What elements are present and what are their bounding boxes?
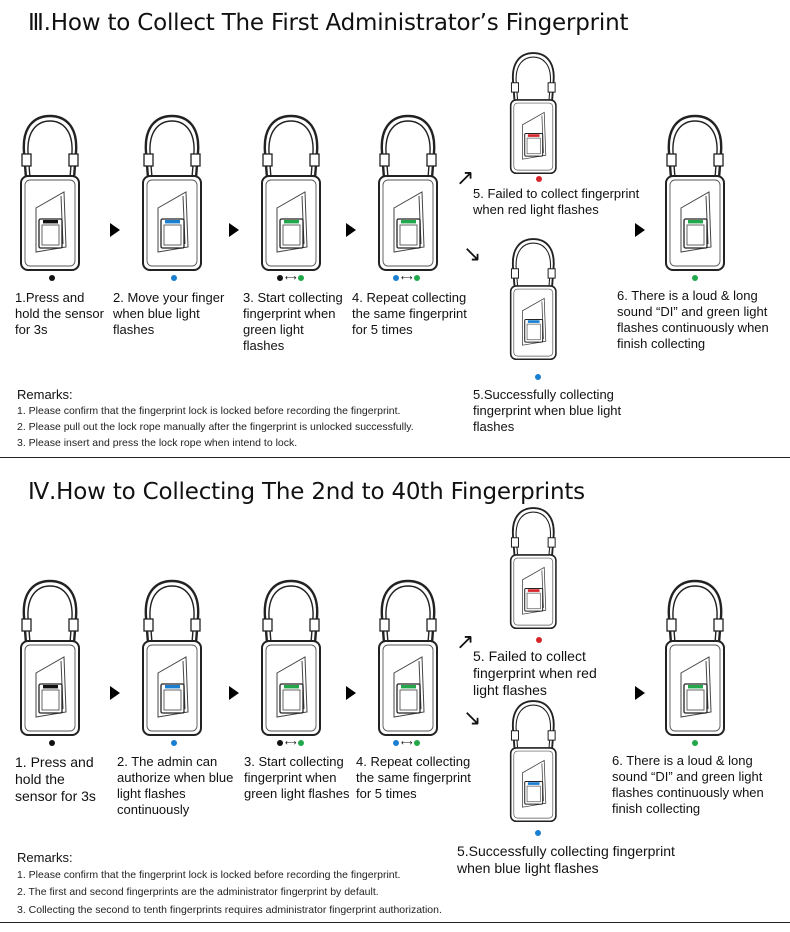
blue-light-dot — [171, 275, 177, 281]
black-light-dot — [49, 740, 55, 746]
arrow-down-right-icon: ↘ — [463, 242, 482, 267]
remark-item: 1. Please confirm that the fingerprint l… — [17, 869, 401, 881]
arrow-right-icon — [346, 223, 356, 237]
remark-item: 3. Please insert and press the lock rope… — [17, 437, 298, 449]
red-light-dot — [536, 176, 542, 182]
step-2-caption: 2. Move your finger when blue light flas… — [113, 290, 225, 337]
arrow-right-icon — [635, 223, 645, 237]
blue-light-dot — [535, 830, 541, 836]
arrow-up-right-icon: ↗ — [456, 166, 475, 191]
arrow-right-icon — [229, 223, 239, 237]
step-5-success-caption: 5.Successfully collecting fingerprint wh… — [457, 843, 675, 876]
step-3-caption: 3. Start collecting fingerprint when gre… — [244, 754, 350, 801]
arrow-up-right-icon: ↗ — [456, 630, 475, 655]
step-4-caption: 4. Repeat collecting the same fingerprin… — [356, 754, 471, 801]
step-6-caption: 6. There is a loud & long sound “DI” and… — [612, 753, 764, 816]
step-4-caption: 4. Repeat collecting the same fingerprin… — [352, 290, 467, 337]
red-light-dot — [536, 637, 542, 643]
arrow-right-icon — [110, 223, 120, 237]
section-2nd-to-40th-fingerprints: Ⅳ.How to Collecting The 2nd to 40th Fing… — [0, 458, 790, 923]
padlock-icon — [506, 505, 561, 634]
section-title: Ⅲ.How to Collect The First Administrator… — [28, 10, 629, 36]
remarks-heading: Remarks: — [17, 850, 73, 865]
padlock-icon — [15, 577, 85, 742]
padlock-icon — [506, 698, 561, 827]
step-1-caption: 1.Press and hold the sensor for 3s — [15, 290, 104, 337]
arrow-right-icon — [635, 686, 645, 700]
padlock-icon — [506, 50, 561, 179]
remark-item: 1. Please confirm that the fingerprint l… — [17, 405, 401, 417]
remark-item: 3. Collecting the second to tenth finger… — [17, 904, 442, 916]
arrow-right-icon — [229, 686, 239, 700]
blue-to-green-indicator: ⟷ — [393, 274, 421, 282]
padlock-icon — [373, 112, 443, 277]
green-light-dot — [692, 275, 698, 281]
black-light-dot — [49, 275, 55, 281]
arrow-right-icon — [110, 686, 120, 700]
blue-to-green-indicator: ⟷ — [393, 739, 421, 747]
blue-light-dot — [535, 374, 541, 380]
step-6-caption: 6. There is a loud & long sound “DI” and… — [617, 288, 769, 351]
step-2-caption: 2. The admin can authorize when blue lig… — [117, 754, 234, 817]
step-5-success-caption: 5.Successfully collecting fingerprint wh… — [473, 387, 622, 434]
remark-item: 2. The first and second fingerprints are… — [17, 886, 379, 898]
padlock-icon — [506, 236, 561, 365]
green-light-dot — [692, 740, 698, 746]
blue-light-dot — [171, 740, 177, 746]
padlock-icon — [15, 112, 85, 277]
black-to-green-indicator: ⟷ — [277, 274, 305, 282]
padlock-icon — [137, 577, 207, 742]
step-3-caption: 3. Start collecting fingerprint when gre… — [243, 290, 343, 353]
section-title: Ⅳ.How to Collecting The 2nd to 40th Fing… — [28, 479, 585, 505]
padlock-icon — [660, 112, 730, 277]
arrow-right-icon — [346, 686, 356, 700]
step-5-failed-caption: 5. Failed to collect fingerprint when re… — [473, 186, 640, 217]
padlock-icon — [256, 112, 326, 277]
padlock-icon — [256, 577, 326, 742]
remark-item: 2. Please pull out the lock rope manuall… — [17, 421, 414, 433]
remarks-heading: Remarks: — [17, 387, 73, 402]
arrow-down-right-icon: ↘ — [463, 706, 482, 731]
step-1-caption: 1. Press and hold the sensor for 3s — [15, 754, 96, 804]
section-first-admin-fingerprint: Ⅲ.How to Collect The First Administrator… — [0, 0, 790, 458]
black-to-green-indicator: ⟷ — [277, 739, 305, 747]
padlock-icon — [660, 577, 730, 742]
step-5-failed-caption: 5. Failed to collect fingerprint when re… — [473, 648, 597, 698]
padlock-icon — [137, 112, 207, 277]
padlock-icon — [373, 577, 443, 742]
